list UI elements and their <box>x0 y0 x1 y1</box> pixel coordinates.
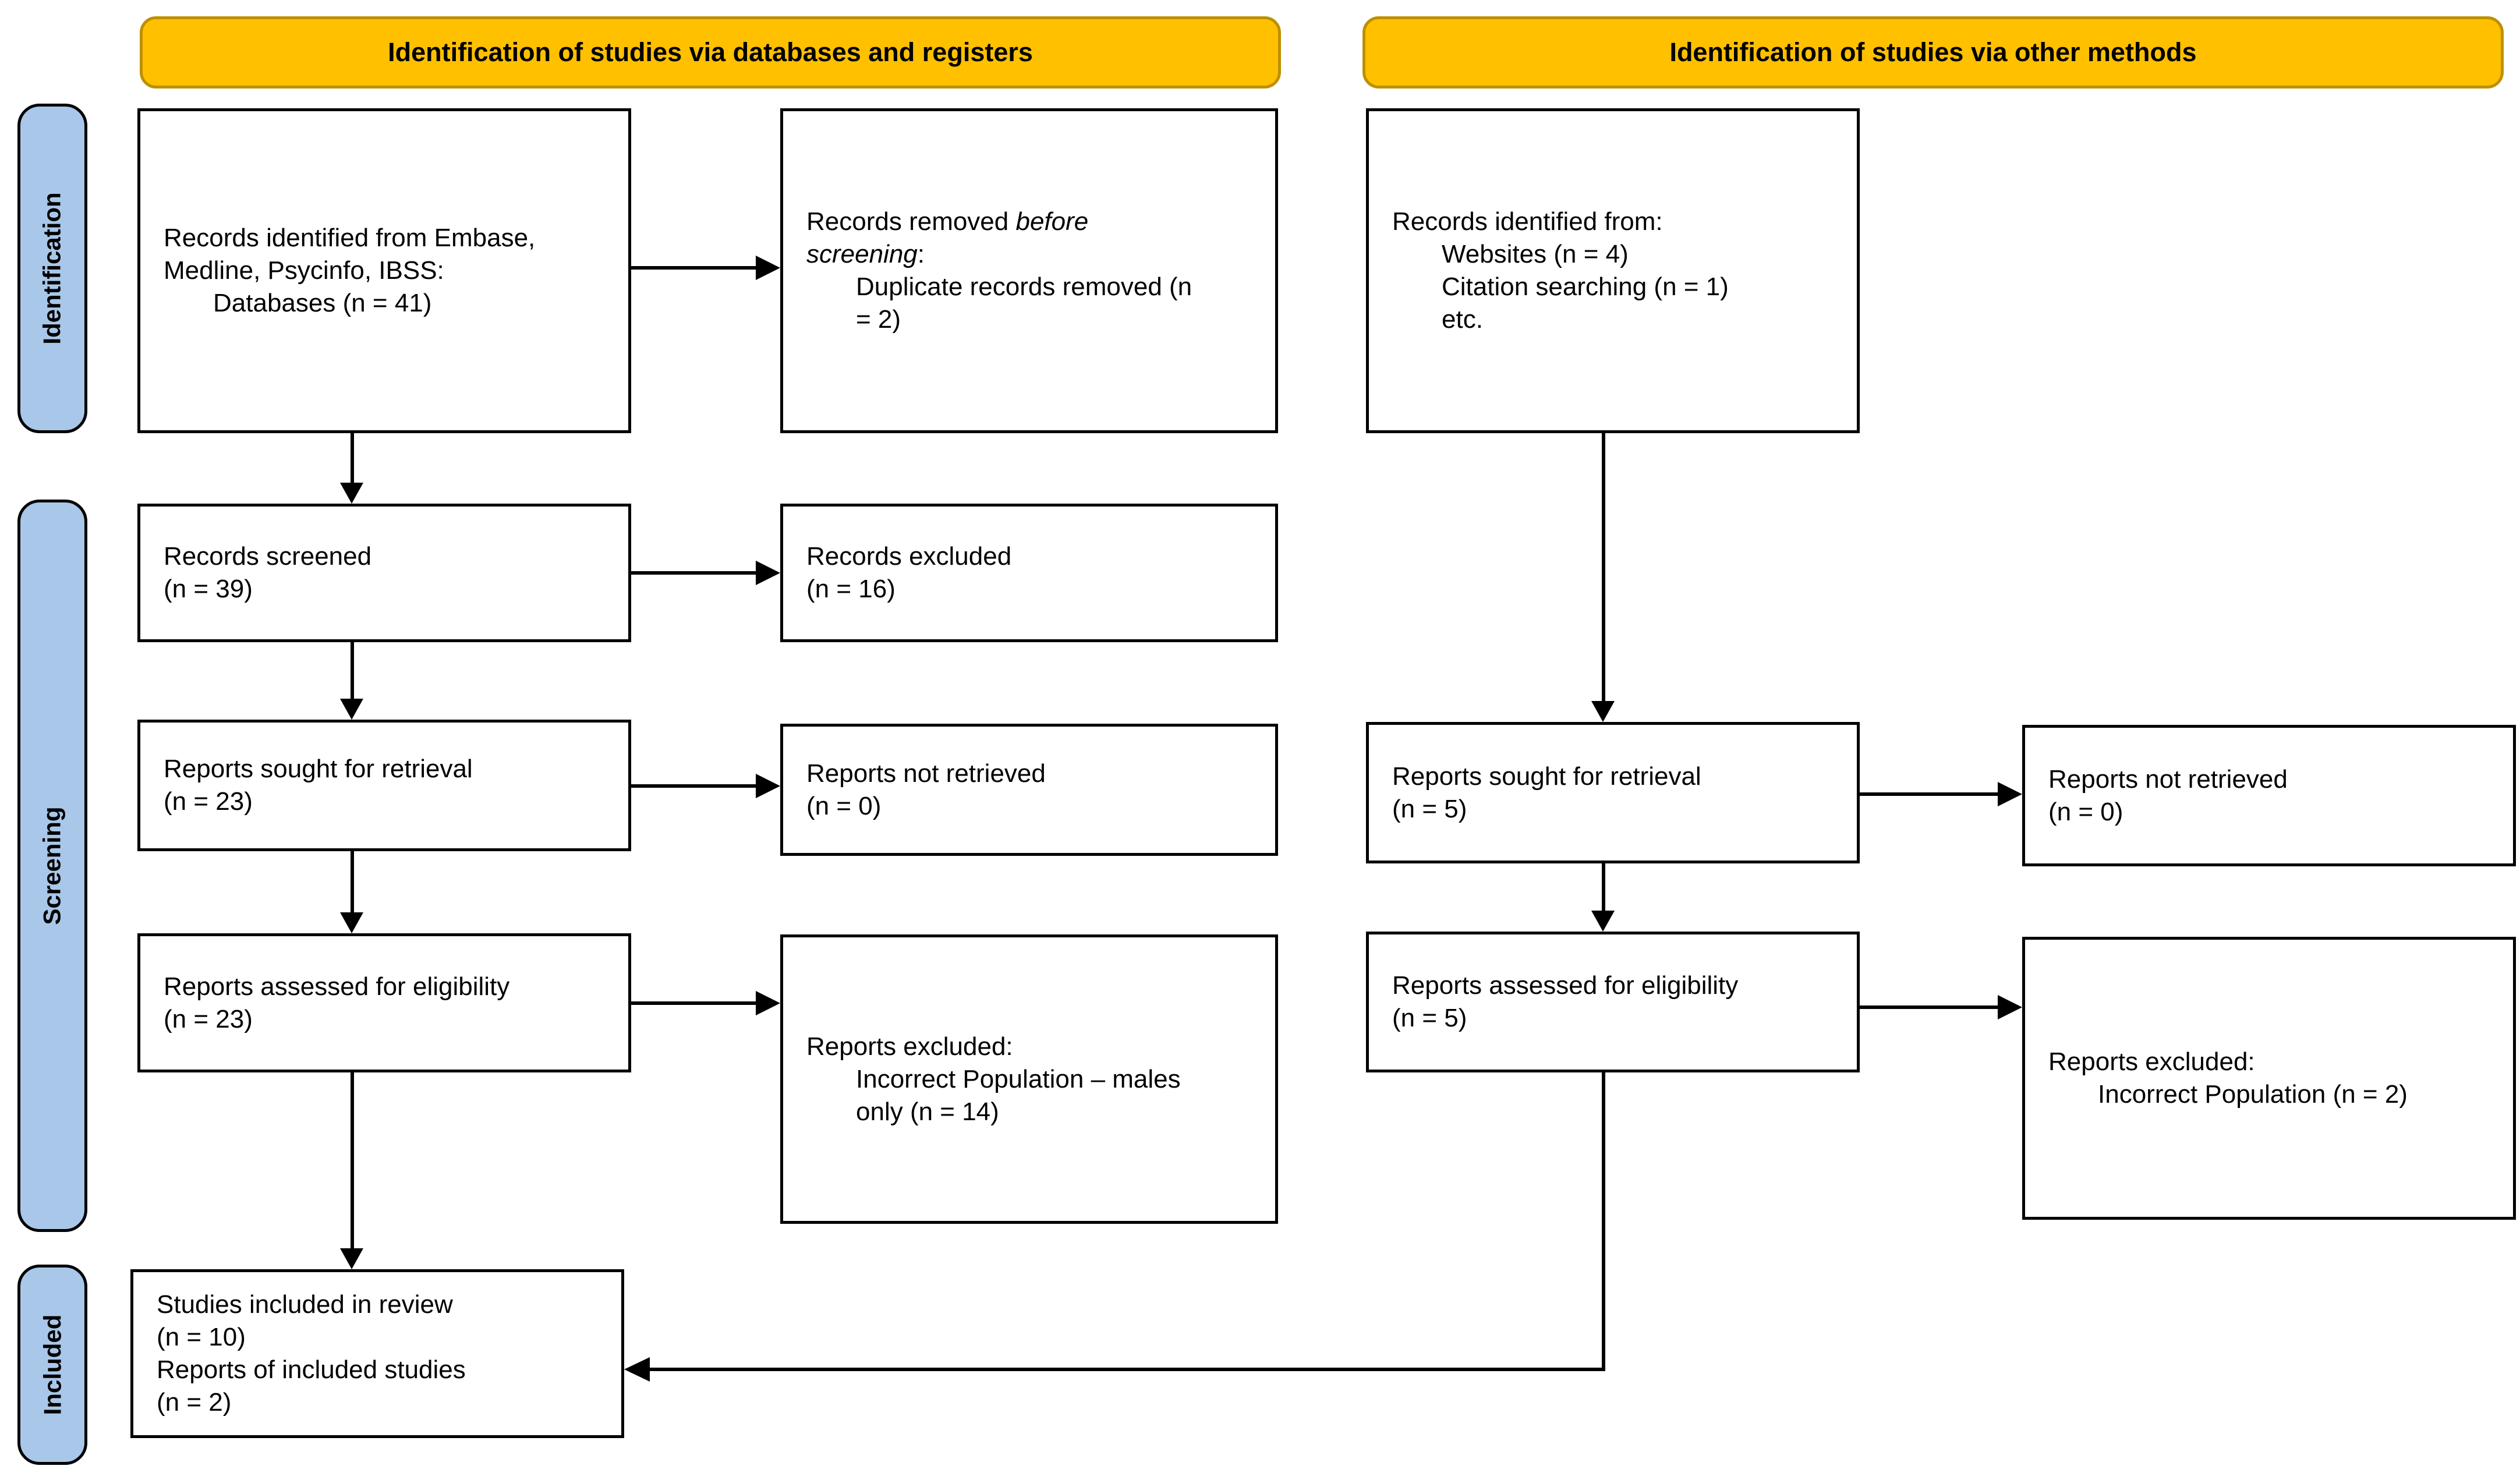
arrow-other-to-included-horizontal <box>650 1368 1605 1371</box>
box-reports-excluded-db: Reports excluded: Incorrect Population –… <box>780 934 1278 1224</box>
stage-screening-label: Screening <box>38 806 66 925</box>
arrow-assessed-to-excluded-shaft <box>631 1001 756 1005</box>
arrow-sought-to-assessed-shaft <box>351 851 354 912</box>
box-line: Incorrect Population – males <box>856 1064 1181 1093</box>
stage-identification: Identification <box>17 104 87 433</box>
arrow-other-sought-to-not-retrieved-head <box>1998 782 2022 806</box>
box-line: Citation searching (n = 1) <box>1442 272 1729 301</box>
box-line: Reports assessed for eligibility <box>164 972 510 1001</box>
stage-identification-label: Identification <box>38 192 66 345</box>
box-records-screened: Records screened (n = 39) <box>137 504 631 642</box>
box-line: Databases (n = 41) <box>213 289 432 317</box>
arrow-screened-to-sought-head <box>340 699 363 720</box>
box-line: Records screened <box>164 542 372 571</box>
box-line: (n = 2) <box>157 1388 232 1417</box>
arrow-screened-to-sought-shaft <box>351 642 354 699</box>
box-line: Incorrect Population (n = 2) <box>2098 1080 2408 1109</box>
box-line: (n = 10) <box>157 1323 246 1351</box>
box-line: Reports of included studies <box>157 1355 466 1384</box>
box-line: Reports sought for retrieval <box>1392 762 1701 791</box>
box-records-identified-db: Records identified from Embase, Medline,… <box>137 108 631 433</box>
box-line: (n = 0) <box>2048 797 2123 826</box>
box-line: Records excluded <box>806 542 1012 571</box>
box-reports-not-retrieved-db: Reports not retrieved (n = 0) <box>780 724 1278 856</box>
arrow-other-sought-to-assessed-shaft <box>1602 863 1605 911</box>
box-line: Medline, Psycinfo, IBSS: <box>164 256 444 285</box>
arrow-other-assessed-to-excluded-head <box>1998 995 2022 1019</box>
arrow-screened-to-excluded-shaft <box>631 571 756 575</box>
box-line: (n = 5) <box>1392 794 1467 823</box>
box-reports-not-retrieved-other: Reports not retrieved (n = 0) <box>2022 725 2516 866</box>
box-line: (n = 5) <box>1392 1004 1467 1032</box>
box-reports-sought-other: Reports sought for retrieval (n = 5) <box>1366 722 1860 863</box>
box-records-removed: Records removed before screening: Duplic… <box>780 108 1278 433</box>
box-line: = 2) <box>856 305 901 334</box>
stage-included-label: Included <box>38 1314 66 1415</box>
box-line: Reports assessed for eligibility <box>1392 971 1739 1000</box>
banner-databases-registers: Identification of studies via databases … <box>140 16 1281 88</box>
box-reports-sought-db: Reports sought for retrieval (n = 23) <box>137 720 631 851</box>
arrow-assessed-to-included-shaft <box>351 1072 354 1248</box>
box-line: only (n = 14) <box>856 1097 999 1126</box>
box-line: Reports not retrieved <box>2048 764 2288 794</box>
box-reports-assessed-other: Reports assessed for eligibility (n = 5) <box>1366 932 1860 1072</box>
banner-other-methods: Identification of studies via other meth… <box>1362 16 2504 88</box>
arrow-assessed-to-excluded-head <box>756 991 780 1015</box>
arrow-other-to-included-vertical <box>1602 1072 1605 1371</box>
arrow-other-identified-to-sought-head <box>1591 701 1615 722</box>
arrow-sought-to-not-retrieved-shaft <box>631 784 756 788</box>
box-reports-excluded-other: Reports excluded: Incorrect Population (… <box>2022 937 2516 1220</box>
box-line: Duplicate records removed (n <box>856 272 1192 301</box>
arrow-identified-to-removed-head <box>756 256 780 280</box>
arrow-other-assessed-to-excluded-shaft <box>1860 1005 1998 1009</box>
box-reports-assessed-db: Reports assessed for eligibility (n = 23… <box>137 933 631 1072</box>
arrow-other-sought-to-not-retrieved-shaft <box>1860 792 1998 796</box>
box-records-identified-other: Records identified from: Websites (n = 4… <box>1366 108 1860 433</box>
arrow-sought-to-assessed-head <box>340 912 363 933</box>
stage-included: Included <box>17 1265 87 1465</box>
box-line: (n = 23) <box>164 1004 253 1033</box>
box-line: (n = 0) <box>806 791 882 820</box>
box-records-excluded: Records excluded (n = 16) <box>780 504 1278 642</box>
box-line: Records identified from: <box>1392 207 1663 236</box>
box-line: (n = 23) <box>164 787 253 816</box>
box-line: Reports excluded: <box>806 1032 1013 1061</box>
arrow-other-to-included-head <box>624 1357 650 1382</box>
arrow-screened-to-excluded-head <box>756 561 780 585</box>
arrow-sought-to-not-retrieved-head <box>756 774 780 798</box>
arrow-assessed-to-included-head <box>340 1248 363 1269</box>
box-line: Records removed before <box>806 207 1089 236</box>
box-line: Reports not retrieved <box>806 759 1046 788</box>
arrow-other-identified-to-sought-shaft <box>1602 433 1605 701</box>
arrow-identified-to-screened-shaft <box>351 433 354 483</box>
box-line: Studies included in review <box>157 1290 453 1319</box>
box-line: screening: <box>806 240 925 268</box>
box-line: (n = 16) <box>806 575 896 603</box>
box-line: Records identified from Embase, <box>164 224 536 252</box>
box-line: etc. <box>1442 305 1483 334</box>
arrow-other-sought-to-assessed-head <box>1591 911 1615 932</box>
box-line: Reports excluded: <box>2048 1047 2255 1076</box>
arrow-identified-to-removed-shaft <box>631 266 756 270</box>
box-line: (n = 39) <box>164 575 253 603</box>
box-line: Reports sought for retrieval <box>164 755 473 783</box>
box-studies-included: Studies included in review (n = 10) Repo… <box>130 1269 624 1438</box>
box-line: Websites (n = 4) <box>1442 240 1629 268</box>
stage-screening: Screening <box>17 500 87 1232</box>
arrow-identified-to-screened-head <box>340 483 363 504</box>
